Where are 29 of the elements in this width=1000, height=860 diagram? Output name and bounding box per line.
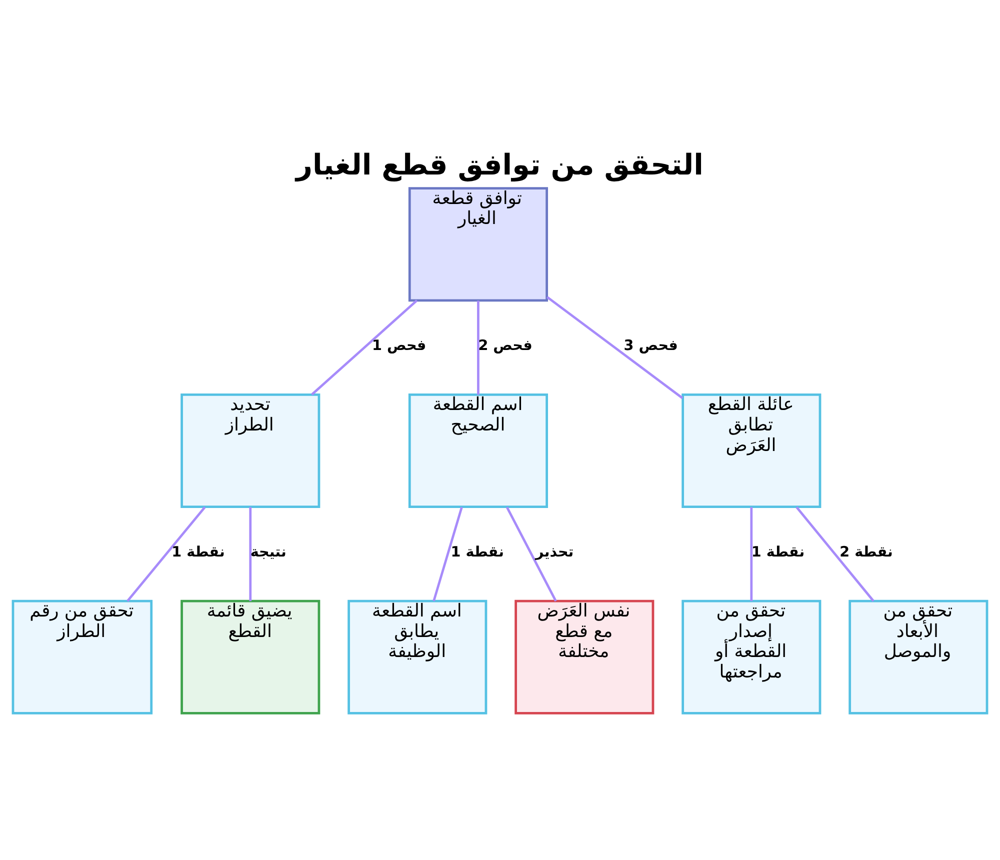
node-box: تحديد الطراز	[180, 393, 320, 508]
connector	[126, 506, 206, 602]
edge-label: نقطة 1	[751, 544, 805, 560]
edge-label: فحص 2	[478, 338, 532, 354]
connector	[796, 506, 874, 602]
connector	[311, 299, 418, 395]
connector	[506, 506, 557, 602]
node-box: يضيق قائمة القطع	[180, 599, 320, 714]
node-box: توافق قطعة الغيار	[408, 186, 548, 302]
node-box: عائلة القطع تطابق العَرَض	[682, 393, 822, 508]
connector	[750, 506, 753, 601]
edge-label: نتيجة	[250, 544, 286, 560]
node-box: اسم القطعة يطابق الوظيفة	[348, 599, 488, 714]
edge-label: فحص 3	[624, 338, 678, 354]
connector	[477, 300, 480, 394]
edge-label: نقطة 2	[840, 544, 893, 560]
node-box: اسم القطعة الصحيح	[408, 393, 548, 508]
edge-label: نقطة 1	[172, 544, 225, 560]
node-box: تحقق من الأبعاد والموصل	[848, 599, 988, 714]
edge-label: تحذير	[535, 544, 574, 560]
connector	[546, 296, 684, 399]
edge-label: فحص 1	[372, 338, 426, 354]
node-box: تحقق من إصدار القطعة أو مراجعتها	[682, 599, 822, 714]
connector	[249, 506, 252, 601]
connector	[432, 506, 463, 601]
edge-label: نقطة 1	[450, 544, 504, 560]
diagram-title: التحقق من توافق قطع الغيار	[296, 146, 704, 181]
node-box: نفس العَرَض مع قطع مختلفة	[514, 599, 654, 714]
node-box: تحقق من رقم الطراز	[12, 599, 153, 714]
